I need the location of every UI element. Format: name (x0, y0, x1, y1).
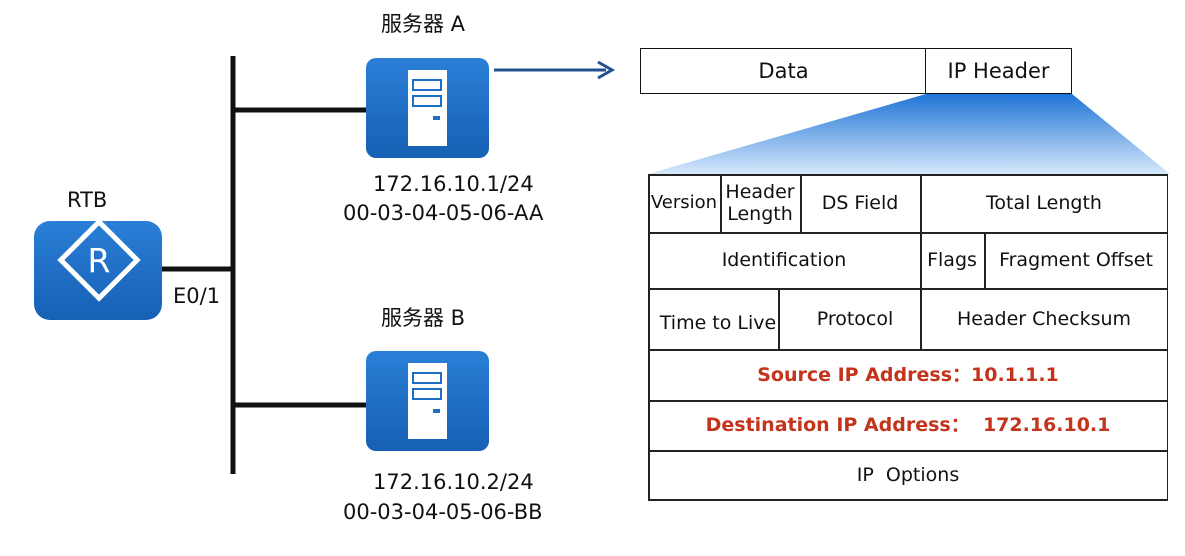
packet-data: Data (640, 48, 927, 94)
field-total-length: Total Length (986, 192, 1102, 214)
field-source-ip: Source IP Address：10.1.1.1 (757, 363, 1059, 386)
field-header-length: Header Length (720, 174, 800, 232)
field-header-length-line1: Header (725, 181, 795, 203)
field-ttl: Time to Live (659, 311, 777, 334)
server-a-icon (366, 58, 489, 158)
svg-text:R: R (88, 241, 111, 280)
router-name: RTB (67, 188, 108, 212)
field-ds-field: DS Field (821, 192, 899, 214)
field-header-checksum: Header Checksum (956, 307, 1132, 330)
server-b-mac: 00-03-04-05-06-BB (343, 500, 543, 524)
server-a-mac: 00-03-04-05-06-AA (343, 201, 544, 225)
field-destination-ip: Destination IP Address： 172.16.10.1 (705, 414, 1111, 436)
header-expansion-fan (648, 94, 1170, 174)
field-ip-options: IP Options (856, 464, 960, 486)
field-header-length-line2: Length (727, 203, 793, 225)
server-a-ip: 172.16.10.1/24 (373, 172, 534, 196)
server-b-name: 服务器 B (381, 306, 466, 330)
router-interface: E0/1 (173, 284, 221, 308)
field-version: Version (650, 192, 718, 213)
field-identification: Identification (721, 249, 847, 271)
field-protocol: Protocol (816, 307, 894, 330)
field-fragment-offset: Fragment Offset (999, 249, 1153, 271)
router-icon: R (34, 218, 162, 320)
server-b-icon (366, 351, 489, 451)
field-flags: Flags (927, 249, 977, 271)
send-arrow (494, 60, 616, 80)
server-a-name: 服务器 A (381, 12, 466, 36)
server-b-ip: 172.16.10.2/24 (373, 470, 534, 494)
packet-ip-header: IP Header (925, 48, 1072, 94)
ip-header-table: Version Header Length DS Field Total Len… (648, 174, 1168, 501)
